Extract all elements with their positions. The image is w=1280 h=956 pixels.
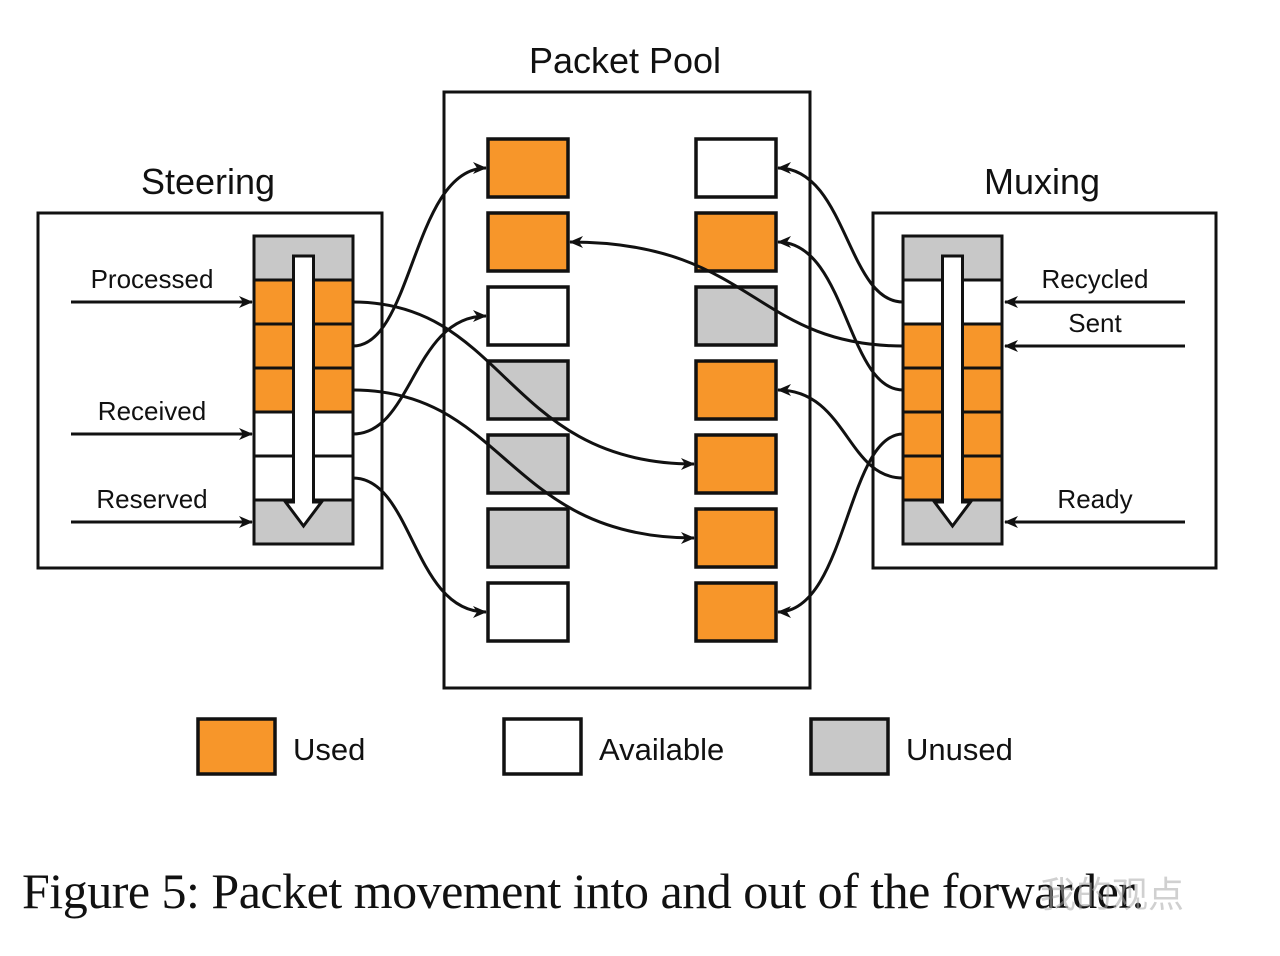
flow-arrow-muxing-to-pool-left [569, 236, 904, 348]
muxing-frame [871, 211, 1218, 570]
figure-caption: Figure 5: Packet movement into and out o… [22, 863, 1144, 919]
pool-left-packet-used [486, 211, 570, 273]
legend-swatch-available [502, 717, 583, 776]
flow-arrow-steering-to-pool-right [352, 300, 695, 470]
flow-arrow-muxing-to-pool-right [777, 162, 904, 304]
steering-stack-direction-arrow-icon [282, 254, 325, 529]
legend-swatch-unused [809, 717, 890, 776]
muxing-input-label: Sent [1068, 308, 1122, 338]
steering-input-label: Received [98, 396, 206, 426]
pool-right-packet-used [694, 507, 778, 569]
packet-pool-frame [442, 90, 812, 690]
flow-arrow-muxing-to-pool-right [777, 384, 904, 480]
steering-title: Steering [141, 161, 275, 202]
steering-stack [252, 234, 355, 546]
packet-flows [352, 162, 904, 618]
pool-left-packet-available [486, 285, 570, 347]
pool-left-packet-unused [486, 507, 570, 569]
muxing-title: Muxing [984, 161, 1100, 202]
pool-left-packet-unused [486, 359, 570, 421]
flow-arrow-steering-to-pool-left [352, 476, 487, 618]
legend: Used Available Unused [196, 717, 1013, 776]
pool-right-column [694, 137, 778, 643]
legend-label-used: Used [293, 732, 365, 767]
pool-right-packet-used [694, 211, 778, 273]
steering-input-label: Processed [91, 264, 214, 294]
flow-arrow-muxing-to-pool-right [777, 236, 904, 392]
pool-right-packet-unused [694, 285, 778, 347]
pool-left-packet-used [486, 137, 570, 199]
pool-left-packet-unused [486, 433, 570, 495]
legend-label-available: Available [599, 732, 724, 767]
pool-right-packet-used [694, 581, 778, 643]
legend-swatch-used [196, 717, 277, 776]
pool-left-packet-available [486, 581, 570, 643]
flow-arrow-steering-to-pool-left [352, 310, 487, 436]
pool-right-packet-available [694, 137, 778, 199]
flow-arrow-steering-to-pool-right [352, 388, 695, 544]
muxing-stack-direction-arrow-icon [931, 254, 974, 529]
muxing-input-label: Recycled [1042, 264, 1149, 294]
watermark: 我的观点 [1040, 875, 1185, 916]
muxing-input-label: Ready [1057, 484, 1132, 514]
steering-input-label: Reserved [96, 484, 207, 514]
muxing-stack [901, 234, 1004, 546]
pool-right-packet-used [694, 359, 778, 421]
legend-label-unused: Unused [906, 732, 1013, 767]
pool-right-packet-used [694, 433, 778, 495]
pool-left-column [486, 137, 570, 643]
flow-arrow-muxing-to-pool-right [777, 432, 904, 618]
packet-pool-title: Packet Pool [529, 40, 721, 81]
flow-arrow-steering-to-pool-left [352, 162, 487, 348]
